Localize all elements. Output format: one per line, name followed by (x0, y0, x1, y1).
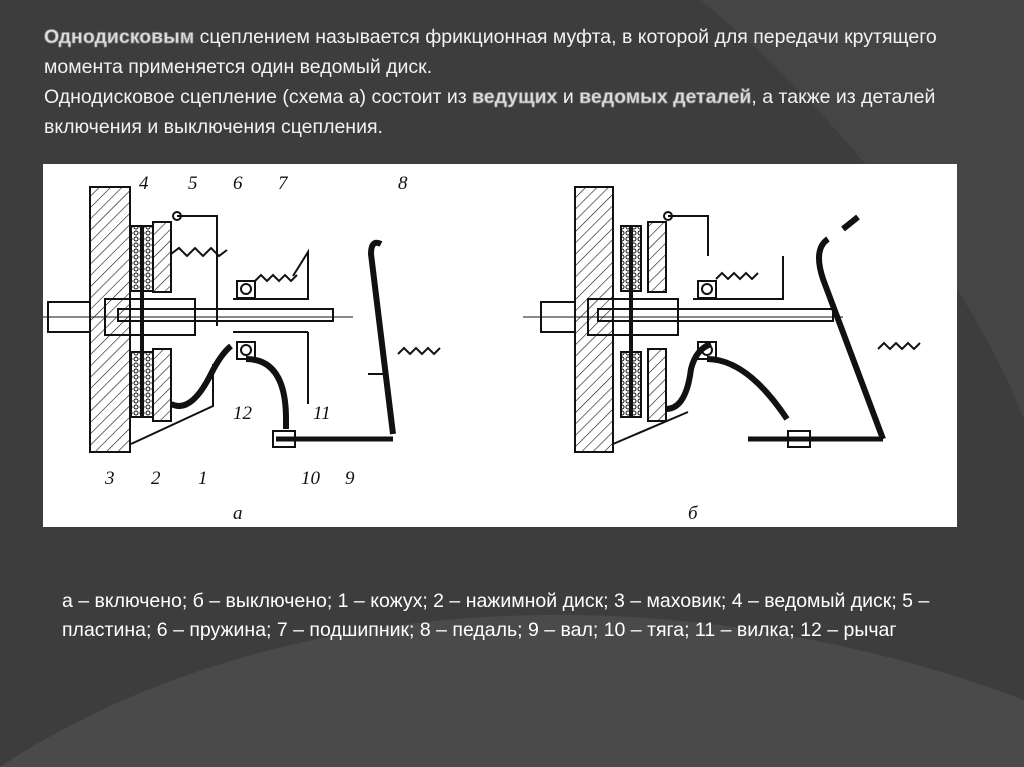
intro-line2-start: Однодисковое сцепление (схема а) состоит… (44, 86, 473, 108)
caption-a: а (233, 503, 243, 524)
intro-line2-mid: и (557, 86, 580, 108)
part-label-8: 8 (398, 173, 408, 194)
part-label-9: 9 (345, 468, 355, 489)
part-label-6: 6 (233, 173, 243, 194)
part-label-12: 12 (233, 403, 253, 424)
term-driving: ведущих (472, 86, 558, 108)
legend-text: а – включено; б – выключено; 1 – кожух; … (62, 590, 930, 641)
intro-line2-end: , а также из деталей включения и выключе… (44, 86, 936, 138)
part-label-4: 4 (139, 173, 149, 194)
intro-line1: сцеплением называется фрикционная муфта,… (44, 26, 937, 78)
part-label-1: 1 (198, 468, 208, 489)
intro-text: Однодисковым сцеплением называется фрикц… (44, 22, 1004, 142)
term-single-disc: Однодисковым (44, 26, 195, 48)
scheme-a: 4 5 6 7 8 12 11 3 2 1 10 9 а (43, 173, 441, 524)
part-label-3: 3 (104, 468, 115, 489)
caption-b: б (688, 503, 699, 524)
part-label-11: 11 (313, 403, 331, 424)
scheme-b: б (523, 186, 921, 524)
part-label-5: 5 (188, 173, 198, 194)
part-label-7: 7 (278, 173, 289, 194)
term-driven-parts: ведомых деталей (579, 86, 752, 108)
part-label-10: 10 (301, 468, 321, 489)
clutch-diagram: 4 5 6 7 8 12 11 3 2 1 10 9 а (43, 164, 957, 527)
part-label-2: 2 (151, 468, 161, 489)
